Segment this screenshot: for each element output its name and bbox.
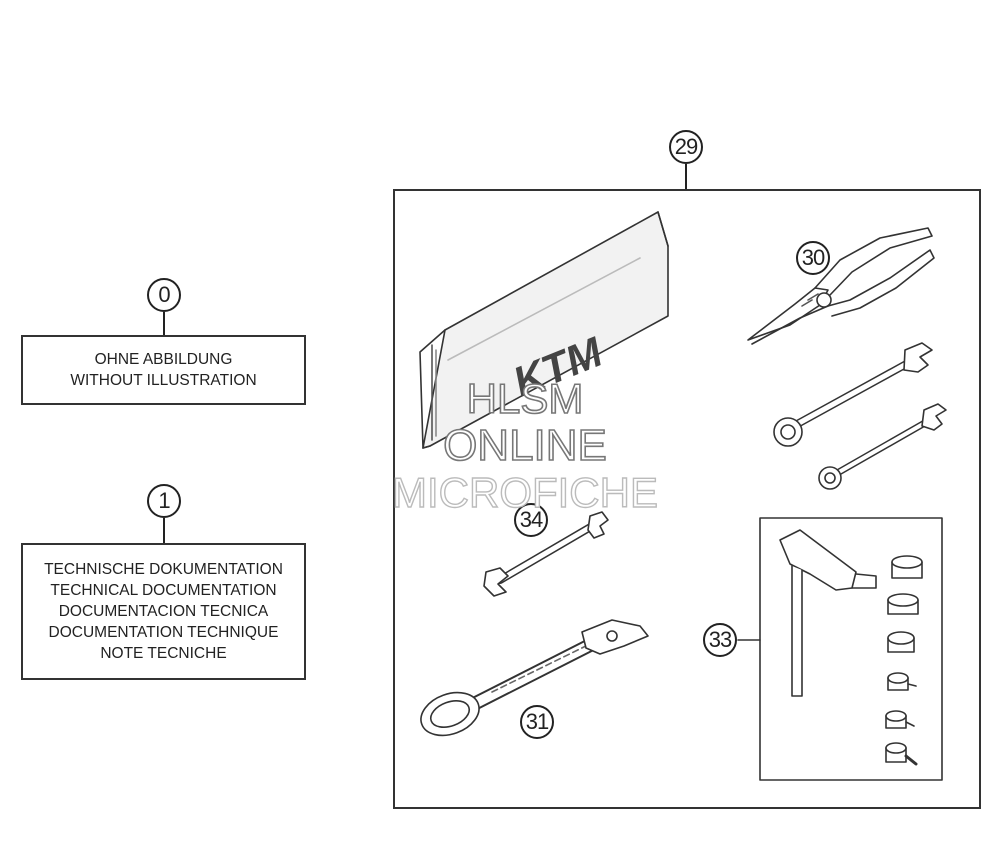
callout-0-number: 0 xyxy=(158,282,170,307)
callout-0-leader xyxy=(163,312,165,336)
no-illustration-box: OHNE ABBILDUNG WITHOUT ILLUSTRATION xyxy=(21,335,306,405)
callout-0[interactable]: 0 xyxy=(147,278,181,312)
callout-1-number: 1 xyxy=(158,488,170,513)
callout-31-number: 31 xyxy=(525,709,550,734)
no-illustration-line-2: WITHOUT ILLUSTRATION xyxy=(70,372,257,389)
bit-set[interactable] xyxy=(737,517,943,781)
documentation-line-3: DOCUMENTACION TECNICA xyxy=(58,603,269,620)
pliers[interactable] xyxy=(747,227,935,345)
documentation-line-5: NOTE TECNICHE xyxy=(100,645,227,662)
open-end-wrench[interactable] xyxy=(483,511,609,597)
callout-34[interactable]: 34 xyxy=(514,503,548,537)
callout-30[interactable]: 30 xyxy=(796,241,830,275)
documentation-line-4: DOCUMENTATION TECHNIQUE xyxy=(48,624,279,641)
callout-29-number: 29 xyxy=(674,134,699,159)
combination-wrench-large[interactable] xyxy=(773,342,933,447)
callout-30-number: 30 xyxy=(801,245,826,270)
callout-1-leader xyxy=(163,518,165,544)
tool-kit-box xyxy=(393,189,981,809)
callout-29[interactable]: 29 xyxy=(669,130,703,164)
callout-29-leader xyxy=(685,164,687,190)
tool-pouch[interactable]: KTM xyxy=(419,211,669,449)
ring-spoke-wrench[interactable] xyxy=(415,619,649,743)
documentation-line-2: TECHNICAL DOCUMENTATION xyxy=(50,582,277,599)
callout-33-number: 33 xyxy=(708,627,733,652)
documentation-box: TECHNISCHE DOKUMENTATION TECHNICAL DOCUM… xyxy=(21,543,306,680)
callout-33[interactable]: 33 xyxy=(703,623,737,657)
callout-31[interactable]: 31 xyxy=(520,705,554,739)
callout-1[interactable]: 1 xyxy=(147,484,181,518)
callout-34-number: 34 xyxy=(519,507,544,532)
documentation-line-1: TECHNISCHE DOKUMENTATION xyxy=(44,561,283,578)
no-illustration-line-1: OHNE ABBILDUNG xyxy=(94,351,233,368)
combination-wrench-small[interactable] xyxy=(818,403,947,490)
